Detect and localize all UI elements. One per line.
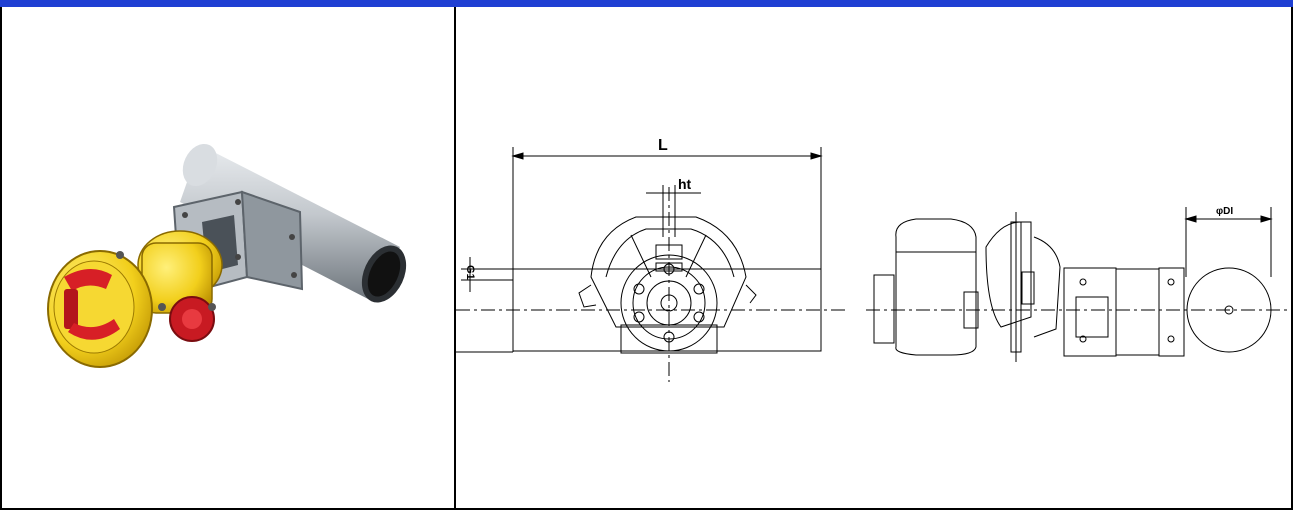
offset-dimension-label: G1 bbox=[464, 265, 476, 280]
indicator-knob bbox=[169, 296, 215, 342]
product-photo-cell bbox=[0, 7, 455, 510]
valve-actuator-photo bbox=[47, 143, 407, 368]
bolt-icon bbox=[208, 303, 216, 311]
header-bar bbox=[0, 0, 1293, 7]
diameter-dimension-label: φDI bbox=[1216, 206, 1233, 217]
technical-drawing-cell: L ht G1 φDI bbox=[454, 7, 1293, 510]
front-view bbox=[456, 147, 846, 382]
handwheel-handle bbox=[64, 268, 120, 340]
actuator-housing bbox=[47, 230, 223, 368]
length-dimension-label: L bbox=[658, 137, 668, 154]
hub-dimension-label: ht bbox=[678, 176, 692, 192]
bolt-icon bbox=[116, 251, 124, 259]
dimension-drawing: L ht G1 φDI bbox=[456, 137, 1291, 382]
side-view bbox=[866, 207, 1291, 362]
bolt-icon bbox=[158, 303, 166, 311]
